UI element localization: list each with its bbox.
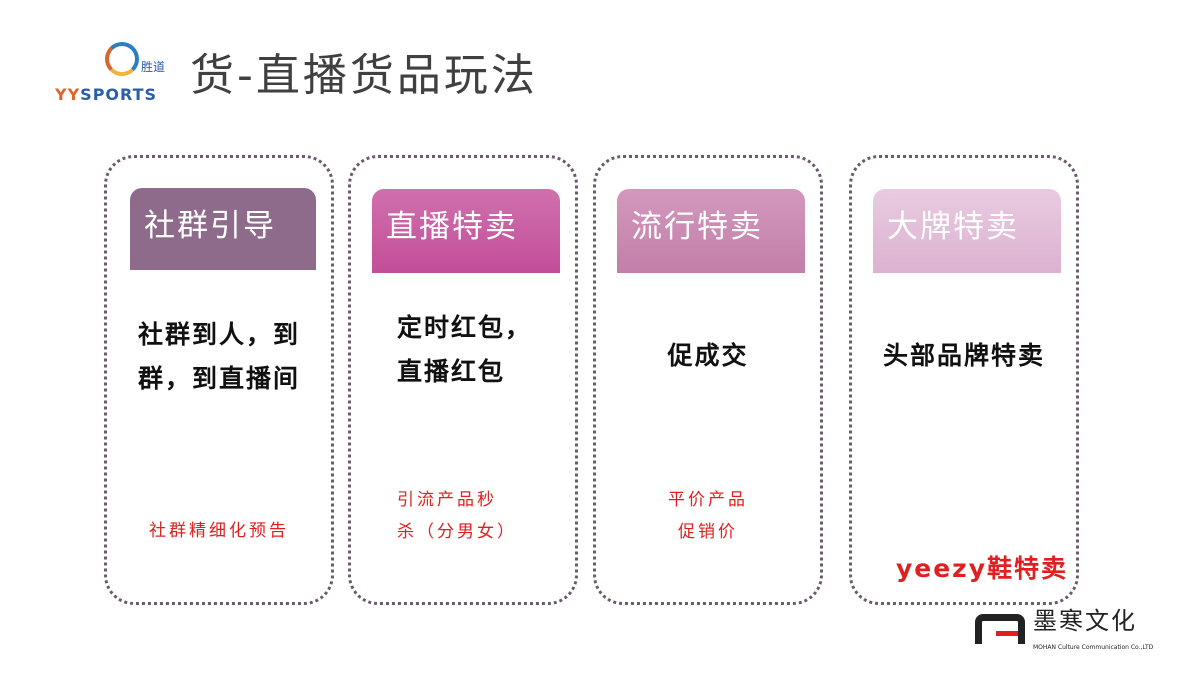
sub-line: 引流产品秒 [397,490,497,510]
main-line: 直播红包 [397,357,506,386]
logo-en: YYSPORTS [55,86,157,104]
sub-line: 社群精细化预告 [149,521,289,541]
main-line: 群，到直播间 [137,364,300,393]
card-main-text: 促成交 [596,334,820,378]
card-main-text: 定时红包， 直播红包 [397,306,575,394]
logo-cn: 胜道 [141,60,166,74]
logo-en-b: SPORTS [80,85,158,104]
card-community: 社群引导 社群到人，到群，到直播间 社群精细化预告 [104,155,334,605]
card-header: 直播特卖 [372,189,560,273]
card-live-sale: 直播特卖 定时红包， 直播红包 引流产品秒杀（分男女） [348,155,578,605]
sub-line: 促销价 [678,522,738,542]
mohan-cn: 墨寒文化 [1033,607,1137,635]
sub-line: 平价产品 [668,490,748,510]
card-header: 社群引导 [130,188,316,270]
main-line: 社群到人，到 [137,320,300,349]
card-sub-text: 社群精细化预告 [107,515,331,547]
card-sub-text: yeezy鞋特卖 [852,553,1068,585]
logo-en-a: YY [55,85,81,104]
card-sub-text: 引流产品秒杀（分男女） [397,484,575,548]
mohan-mark-icon [975,614,1025,644]
card-popular-sale: 流行特卖 促成交 平价产品促销价 [593,155,823,605]
card-brand-sale: 大牌特卖 头部品牌特卖 yeezy鞋特卖 [849,155,1079,605]
card-header: 大牌特卖 [873,189,1061,273]
card-main-text: 头部品牌特卖 [852,334,1076,378]
main-line: 促成交 [667,341,749,370]
card-sub-text: 平价产品促销价 [596,484,820,548]
mohan-en: MOHAN Culture Communication Co.,LTD [1033,644,1154,651]
mohan-logo: 墨寒文化 MOHAN Culture Communication Co.,LTD [975,606,1185,656]
page-title: 货-直播货品玩法 [190,50,538,101]
card-main-text: 社群到人，到群，到直播间 [107,313,331,401]
main-line: 头部品牌特卖 [882,341,1045,370]
logo-ball-icon [105,42,139,76]
card-header: 流行特卖 [617,189,805,273]
yysports-logo: 胜道 YYSPORTS [55,42,180,108]
sub-line: yeezy鞋特卖 [895,554,1068,583]
main-line: 定时红包， [397,313,533,342]
sub-line: 杀（分男女） [397,522,517,542]
